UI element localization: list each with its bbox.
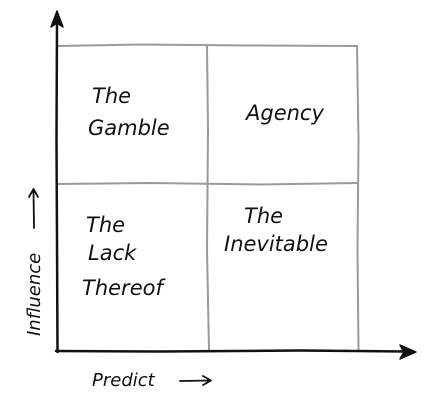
x-axis-label: Predict — [92, 370, 156, 391]
grid-vertical-divider — [206, 44, 210, 352]
quadrant-label-line: The — [86, 213, 125, 237]
x-axis-arrow-icon — [399, 344, 417, 360]
y-axis-label-group: Influence — [24, 188, 45, 336]
quadrant-label-line: The — [244, 204, 283, 228]
quadrant-label-line: The — [92, 84, 131, 108]
quadrant-bottom-right: The Inevitable — [224, 204, 328, 256]
quadrant-label-line: Agency — [244, 101, 324, 125]
y-axis-label: Influence — [24, 253, 45, 336]
quadrant-label-line: Inevitable — [224, 232, 328, 256]
quadrant-top-right: Agency — [244, 101, 324, 125]
quadrant-top-left: The Gamble — [88, 84, 170, 140]
axes — [50, 10, 417, 360]
grid — [56, 43, 360, 352]
grid-top-border — [56, 43, 358, 47]
quadrant-label-line: Gamble — [88, 116, 170, 140]
y-label-arrow-icon — [28, 188, 39, 229]
y-axis-arrow-icon — [50, 10, 64, 28]
quadrant-label-line: Lack — [88, 241, 137, 265]
x-label-arrow-icon — [179, 375, 212, 386]
grid-horizontal-divider — [56, 182, 359, 186]
grid-right-border — [356, 45, 360, 351]
x-axis-label-group: Predict — [92, 370, 212, 391]
y-axis-line — [55, 20, 59, 354]
quadrant-label-line: Thereof — [82, 276, 166, 300]
quadrant-bottom-left: The Lack Thereof — [82, 213, 166, 300]
x-axis-line — [54, 349, 407, 353]
